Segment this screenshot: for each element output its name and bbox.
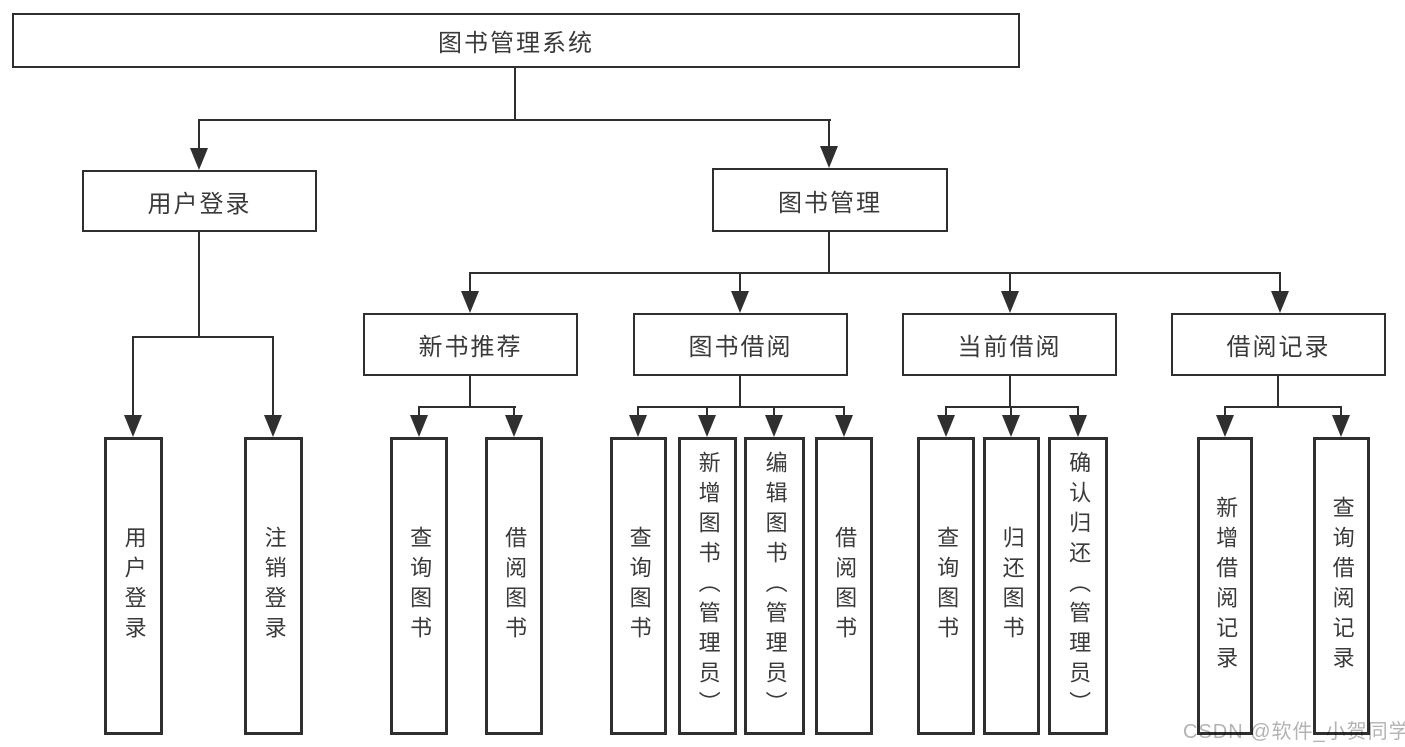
arrow-down-icon bbox=[629, 415, 647, 437]
connector-line bbox=[1224, 406, 1342, 408]
arrow-down-icon bbox=[264, 415, 282, 437]
node-leaf-current-confirm-return: 确认归还（管理员） bbox=[1048, 437, 1108, 735]
node-root: 图书管理系统 bbox=[12, 13, 1020, 68]
leaf-label: 借阅图书 bbox=[832, 526, 858, 646]
arrow-down-icon bbox=[731, 291, 749, 313]
connector-line bbox=[1277, 376, 1279, 408]
arrow-down-icon bbox=[835, 415, 853, 437]
node-leaf-records-query-record: 查询借阅记录 bbox=[1313, 437, 1370, 735]
node-leaf-borrow-edit-books: 编辑图书（管理员） bbox=[744, 437, 805, 735]
node-book-borrow-label: 图书借阅 bbox=[688, 334, 793, 361]
connector-line bbox=[132, 336, 134, 416]
arrow-down-icon bbox=[461, 291, 479, 313]
arrow-down-icon bbox=[765, 415, 783, 437]
connector-line bbox=[828, 232, 830, 274]
arrow-down-icon bbox=[937, 415, 955, 437]
connector-line bbox=[945, 406, 1079, 408]
node-current-borrow-label: 当前借阅 bbox=[957, 334, 1062, 361]
arrow-down-icon bbox=[820, 146, 838, 168]
connector-line bbox=[945, 406, 947, 416]
node-leaf-current-return-books: 归还图书 bbox=[983, 437, 1040, 735]
leaf-label: 归还图书 bbox=[999, 526, 1025, 646]
leaf-label: 新增借阅记录 bbox=[1213, 496, 1239, 676]
leaf-label: 查询图书 bbox=[626, 526, 652, 646]
connector-line bbox=[469, 272, 1281, 274]
node-leaf-user-login: 用户登录 bbox=[104, 437, 163, 735]
connector-line bbox=[469, 272, 471, 291]
connector-line bbox=[843, 406, 845, 416]
node-leaf-records-add-record: 新增借阅记录 bbox=[1197, 437, 1253, 735]
connector-line bbox=[132, 336, 274, 338]
connector-line bbox=[198, 119, 831, 121]
connector-line bbox=[514, 68, 516, 121]
node-borrow-records-label: 借阅记录 bbox=[1226, 334, 1331, 361]
arrow-down-icon bbox=[505, 415, 523, 437]
node-book-mgmt: 图书管理 bbox=[712, 168, 948, 232]
leaf-label: 查询借阅记录 bbox=[1329, 496, 1355, 676]
connector-line bbox=[469, 376, 471, 408]
leaf-label: 借阅图书 bbox=[502, 526, 528, 646]
node-leaf-current-query-books: 查询图书 bbox=[917, 437, 975, 735]
arrow-down-icon bbox=[1001, 291, 1019, 313]
node-new-book-rec: 新书推荐 bbox=[363, 313, 578, 376]
leaf-label: 查询图书 bbox=[934, 526, 960, 646]
csdn-watermark: CSDN @软件_小贺同学 bbox=[1183, 721, 1405, 743]
connector-line bbox=[637, 406, 845, 408]
connector-line bbox=[828, 119, 830, 147]
node-book-borrow: 图书借阅 bbox=[633, 313, 848, 376]
leaf-label: 用户登录 bbox=[121, 526, 147, 646]
connector-line bbox=[418, 406, 516, 408]
node-leaf-rec-borrow-books: 借阅图书 bbox=[485, 437, 543, 735]
node-leaf-logout: 注销登录 bbox=[244, 437, 303, 735]
node-leaf-borrow-borrow-books: 借阅图书 bbox=[815, 437, 873, 735]
node-book-mgmt-label: 图书管理 bbox=[778, 189, 882, 217]
arrow-down-icon bbox=[1069, 415, 1087, 437]
arrow-down-icon bbox=[1216, 415, 1234, 437]
leaf-label: 新增图书（管理员） bbox=[695, 451, 721, 721]
connector-line bbox=[418, 406, 420, 416]
node-leaf-rec-query-books: 查询图书 bbox=[390, 437, 448, 735]
arrow-down-icon bbox=[410, 415, 428, 437]
connector-line bbox=[773, 406, 775, 416]
connector-line bbox=[1279, 272, 1281, 291]
connector-line bbox=[1077, 406, 1079, 416]
leaf-label: 确认归还（管理员） bbox=[1066, 451, 1092, 721]
connector-line bbox=[513, 406, 515, 416]
arrow-down-icon bbox=[698, 415, 716, 437]
connector-line bbox=[637, 406, 639, 416]
arrow-down-icon bbox=[1332, 415, 1350, 437]
node-user-login-label: 用户登录 bbox=[147, 190, 252, 218]
node-current-borrow: 当前借阅 bbox=[902, 313, 1117, 376]
connector-line bbox=[198, 119, 200, 149]
leaf-label: 查询图书 bbox=[407, 526, 433, 646]
connector-line bbox=[739, 376, 741, 408]
leaf-label: 注销登录 bbox=[261, 526, 287, 646]
arrow-down-icon bbox=[1271, 291, 1289, 313]
connector-line bbox=[739, 272, 741, 291]
node-borrow-records: 借阅记录 bbox=[1171, 313, 1386, 376]
node-user-login: 用户登录 bbox=[82, 170, 317, 232]
node-new-book-rec-label: 新书推荐 bbox=[418, 334, 523, 361]
arrow-down-icon bbox=[190, 148, 208, 170]
connector-line bbox=[272, 336, 274, 416]
node-leaf-borrow-add-books: 新增图书（管理员） bbox=[678, 437, 737, 735]
connector-line bbox=[1340, 406, 1342, 416]
connector-line bbox=[198, 232, 200, 338]
connector-line bbox=[1224, 406, 1226, 416]
node-leaf-borrow-query-books: 查询图书 bbox=[610, 437, 667, 735]
arrow-down-icon bbox=[124, 415, 142, 437]
connector-line bbox=[1009, 376, 1011, 408]
node-root-label: 图书管理系统 bbox=[438, 30, 594, 57]
connector-line bbox=[1010, 406, 1012, 416]
leaf-label: 编辑图书（管理员） bbox=[762, 451, 788, 721]
arrow-down-icon bbox=[1002, 415, 1020, 437]
connector-line bbox=[706, 406, 708, 416]
connector-line bbox=[1009, 272, 1011, 291]
